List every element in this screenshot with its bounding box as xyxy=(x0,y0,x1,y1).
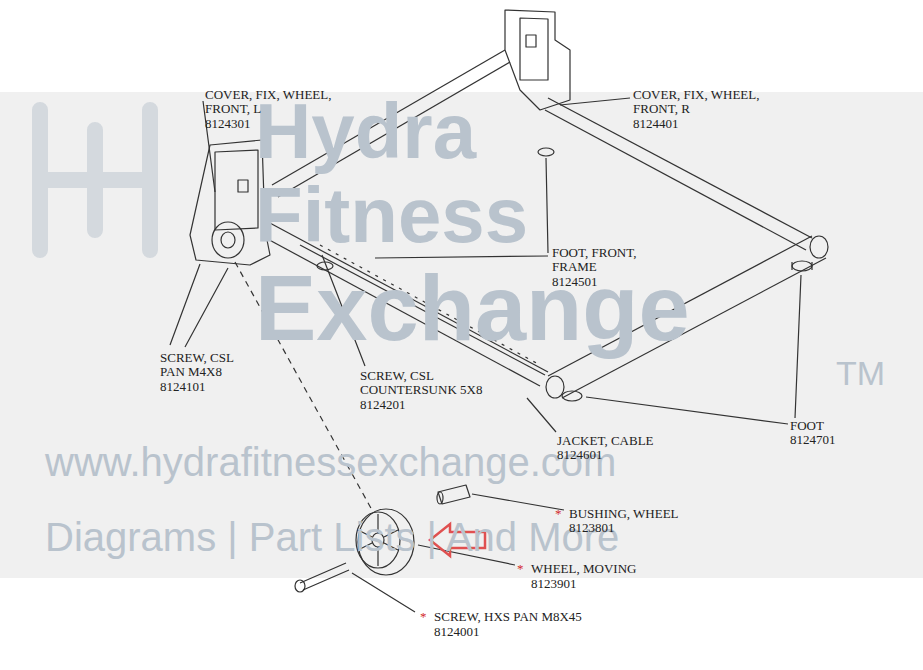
watermark-word: Hydra xyxy=(255,92,476,170)
asterisk: * xyxy=(420,610,427,624)
part-name: WHEEL, MOVING xyxy=(531,562,636,576)
part-name: FOOT xyxy=(790,419,824,433)
watermark-tagline: Diagrams | Part Lists | And More xyxy=(45,517,619,557)
watermark-word: Exchange xyxy=(255,262,690,354)
asterisk: * xyxy=(517,562,524,576)
part-name: SCREW, CSL PAN M4X8 xyxy=(160,351,260,379)
part-number: 8124401 xyxy=(633,117,679,131)
asterisk: * xyxy=(555,507,562,521)
part-number: 8124001 xyxy=(434,625,480,639)
watermark-word: Fitness xyxy=(255,176,528,254)
part-number: 8124201 xyxy=(360,398,406,412)
part-name: SCREW, CSL COUNTERSUNK 5X8 xyxy=(360,369,495,397)
part-name: JACKET, CABLE xyxy=(557,434,654,448)
part-name: SCREW, HXS PAN M8X45 xyxy=(434,610,582,624)
part-name: FOOT, FRONT, FRAME xyxy=(552,246,657,274)
watermark-mark: TM xyxy=(836,356,885,390)
part-number: 8124701 xyxy=(790,433,836,447)
part-name: BUSHING, WHEEL xyxy=(569,507,679,521)
part-number: 8123801 xyxy=(569,521,615,535)
part-number: 8124101 xyxy=(160,380,206,394)
part-number: 8124601 xyxy=(557,448,603,462)
part-number: 8124501 xyxy=(552,275,598,289)
part-name: COVER, FIX, WHEEL, FRONT, L xyxy=(205,88,355,116)
part-number: 8123901 xyxy=(531,577,577,591)
part-number: 8124301 xyxy=(205,117,251,131)
part-name: COVER, FIX, WHEEL, FRONT, R xyxy=(633,88,783,116)
watermark-url: www.hydrafitnessexchange.com xyxy=(45,442,616,482)
